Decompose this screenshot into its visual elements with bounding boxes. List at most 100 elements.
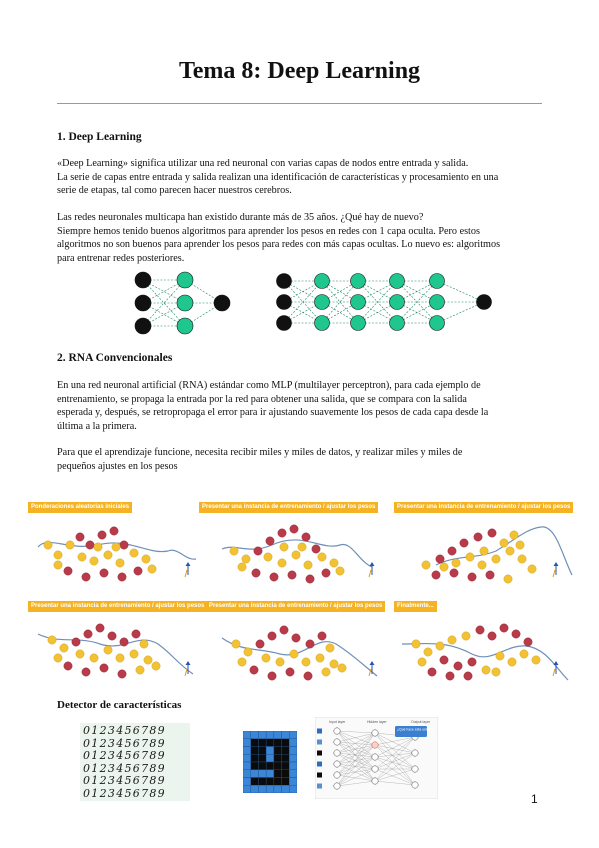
pixel-cell (243, 785, 251, 793)
pixel-cell (273, 769, 282, 778)
yellow-data-point (509, 530, 519, 540)
yellow-data-point (301, 657, 311, 667)
black-node (276, 273, 292, 289)
pixel-cell (273, 738, 282, 747)
connection-line (374, 744, 416, 754)
text-line: Las redes neuronales multicapa han exist… (57, 212, 424, 223)
pixel-digit-nine-image (243, 731, 297, 793)
input-node (333, 749, 341, 757)
digit-row: 0123456789 (83, 736, 166, 750)
yellow-data-point (141, 554, 151, 564)
pixel-cell (273, 754, 282, 763)
red-data-point (267, 671, 277, 681)
adjust-arrow-icon (184, 569, 188, 578)
yellow-data-point (435, 641, 445, 651)
yellow-data-point (89, 653, 99, 663)
yellow-data-point (261, 653, 271, 663)
pixel-cell (258, 769, 267, 778)
yellow-data-point (143, 655, 153, 665)
arrow-head-icon (553, 562, 559, 566)
yellow-data-point (151, 661, 161, 671)
text-line: entrenamiento, se propaga la entrada por… (57, 393, 467, 405)
green-node (429, 294, 445, 310)
yellow-data-point (519, 649, 529, 659)
yellow-data-point (77, 552, 87, 562)
text-line: pequeños ajustes en los pesos (57, 460, 178, 472)
adjust-arrow-icon (184, 668, 188, 677)
pixel-cell (273, 777, 282, 786)
pixel-cell (273, 785, 282, 793)
pixel-cell (273, 731, 282, 739)
panel-label: Presentar una instancia de entrenamiento… (28, 601, 208, 612)
red-data-point (447, 546, 457, 556)
yellow-data-point (479, 546, 489, 556)
input-pixel-swatch (317, 761, 322, 767)
hidden-node (371, 765, 379, 773)
panel-label: Finalmente... (394, 601, 437, 612)
red-data-point (453, 661, 463, 671)
text-line: algoritmos no son buenos para aprender l… (57, 239, 501, 251)
digit-row: 0123456789 (83, 749, 166, 763)
connection-line (336, 732, 376, 743)
green-node (429, 315, 445, 331)
connection-line (336, 730, 376, 734)
connection-line (336, 730, 376, 758)
arrow-head-icon (369, 562, 375, 566)
yellow-data-point (421, 560, 431, 570)
yellow-data-point (93, 542, 103, 552)
connection-line (357, 280, 398, 324)
pixel-cell (250, 754, 259, 763)
text-line: serie de etapas, tal como parecen hacer … (57, 185, 292, 197)
connection-line (336, 780, 376, 787)
arrow-head-icon (185, 562, 191, 566)
section2-paragraph-1: En una red neuronal artificial (RNA) est… (57, 379, 547, 433)
black-node (476, 294, 492, 310)
connection-line (336, 756, 376, 787)
output-node (411, 749, 419, 757)
red-data-point (131, 629, 141, 639)
connection-line (336, 741, 376, 746)
red-data-point (305, 639, 315, 649)
connection-line (336, 732, 376, 754)
connection-line (436, 280, 485, 303)
yellow-data-point (279, 542, 289, 552)
yellow-data-point (115, 558, 125, 568)
connection-line (374, 752, 416, 758)
input-pixel-swatch (317, 750, 322, 756)
red-data-point (301, 532, 311, 542)
question-callout-text: ¿Qué hace esta unidad? (397, 728, 434, 732)
input-node (333, 760, 341, 768)
pixel-cell (273, 761, 282, 770)
red-data-point (249, 665, 259, 675)
hidden-layer-label: Hidden layer (367, 720, 387, 724)
red-data-point (265, 536, 275, 546)
green-node (389, 294, 405, 310)
connection-line (336, 756, 376, 776)
section1-heading: 1. Deep Learning (57, 131, 142, 143)
red-data-point (119, 540, 129, 550)
text-line: La serie de capas entre entrada y salida… (57, 171, 499, 183)
output-node (411, 781, 419, 789)
connection-line (374, 752, 416, 782)
connection-line (374, 752, 416, 770)
input-pixel-swatch (317, 728, 322, 734)
red-data-point (473, 532, 483, 542)
connection-line (374, 756, 416, 770)
green-node (314, 273, 330, 289)
page-title: Tema 8: Deep Learning (178, 58, 421, 84)
red-data-point (119, 637, 129, 647)
training-panel (221, 625, 378, 681)
pixel-cell (258, 746, 267, 755)
red-data-point (523, 637, 533, 647)
connection-line (336, 774, 376, 782)
input-pixel-swatch (317, 739, 322, 745)
red-data-point (99, 663, 109, 673)
pixel-cell (250, 738, 259, 747)
adjust-arrow-icon (368, 668, 372, 677)
yellow-data-point (503, 574, 513, 584)
hidden-node (371, 777, 379, 785)
adjust-arrow-icon (552, 569, 556, 578)
yellow-data-point (477, 560, 487, 570)
connection-line (321, 280, 359, 324)
